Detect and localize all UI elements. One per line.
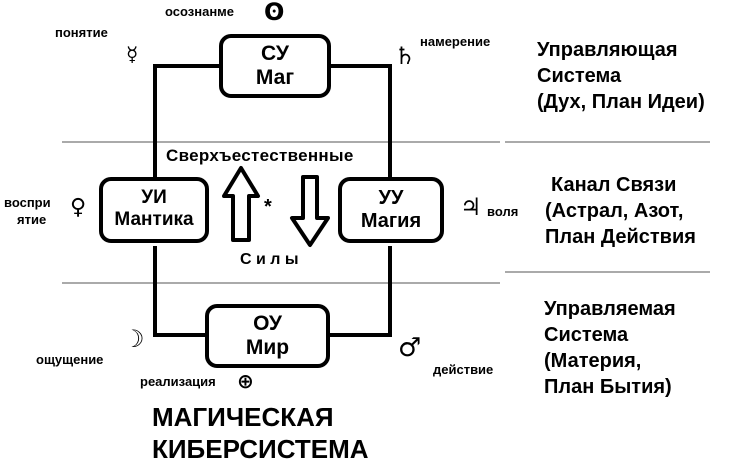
controlled-system-line2: Система	[544, 324, 629, 346]
sensation-label: ощущение	[36, 352, 104, 367]
action-label: действие	[433, 362, 494, 377]
controlling-system-text: Управляющая Система (Дух, План Идеи)	[537, 37, 705, 115]
will-label: воля	[487, 204, 519, 219]
down-arrow	[290, 175, 330, 247]
channel-line1: Канал Связи	[551, 174, 677, 196]
top-center-label: осознанме	[165, 4, 235, 19]
ui-box: УИ Мантика	[99, 177, 209, 243]
diagram-title-line1: МАГИЧЕСКАЯ	[152, 402, 334, 432]
controlling-system-line2: Система	[537, 65, 622, 87]
loop-line-top	[153, 64, 220, 177]
forces-label: С и л ы	[240, 251, 299, 268]
mars-symbol-icon: ♂	[398, 333, 422, 363]
controlling-system-line3: (Дух, План Идеи)	[537, 91, 705, 113]
channel-line3: План Действия	[545, 226, 696, 248]
perception-label-line1: воспри	[4, 195, 51, 210]
sun-symbol-icon: ʘ	[264, 0, 285, 26]
moon-symbol-icon: ☽	[123, 325, 145, 353]
channel-line2: (Астрал, Азот,	[545, 200, 684, 222]
venus-symbol-icon: ♀	[70, 195, 87, 220]
uu-box-title: УУ	[378, 187, 404, 209]
su-box-title: СУ	[261, 42, 289, 65]
controlled-system-line3: (Материя,	[544, 350, 642, 372]
ou-box-subtitle: Мир	[245, 336, 290, 360]
diagram-title-line2: КИБЕРСИСТЕМА	[152, 434, 369, 464]
perception-label-line2: ятие	[17, 212, 47, 227]
loop-line-top-right	[331, 64, 392, 177]
controlled-system-line4: План Бытия)	[544, 376, 672, 398]
uu-box: УУ Магия	[338, 177, 444, 243]
concept-label: понятие	[55, 25, 108, 40]
uu-box-subtitle: Магия	[360, 210, 422, 232]
jupiter-symbol-icon: ♃	[460, 193, 482, 221]
ou-box: ОУ Мир	[205, 304, 330, 368]
controlled-system-line1: Управляемая	[544, 298, 676, 320]
diagram-title: МАГИЧЕСКАЯ КИБЕРСИСТЕМА	[152, 401, 369, 465]
su-box-subtitle: Маг	[255, 66, 295, 90]
su-box: СУ Маг	[219, 34, 331, 98]
loop-line-bottom-right	[330, 246, 392, 337]
ui-box-title: УИ	[141, 187, 167, 208]
mercury-symbol-icon: ☿	[126, 42, 139, 66]
channel-text: Канал Связи (Астрал, Азот, План Действия	[545, 172, 696, 250]
supernatural-label: Сверхъестественные	[166, 146, 354, 165]
controlled-system-text: Управляемая Система (Материя, План Бытия…	[544, 296, 676, 400]
intention-label: намерение	[420, 34, 491, 49]
up-arrow	[222, 166, 260, 242]
controlling-system-line1: Управляющая	[537, 39, 678, 61]
ou-box-title: ОУ	[253, 312, 282, 335]
realization-label: реализация	[140, 374, 216, 389]
loop-line-bottom-left	[153, 246, 205, 337]
star-symbol: *	[264, 196, 272, 218]
ui-box-subtitle: Мантика	[114, 208, 194, 230]
earth-symbol-icon: ⊕	[237, 369, 254, 393]
saturn-symbol-icon: ♄	[394, 42, 416, 70]
